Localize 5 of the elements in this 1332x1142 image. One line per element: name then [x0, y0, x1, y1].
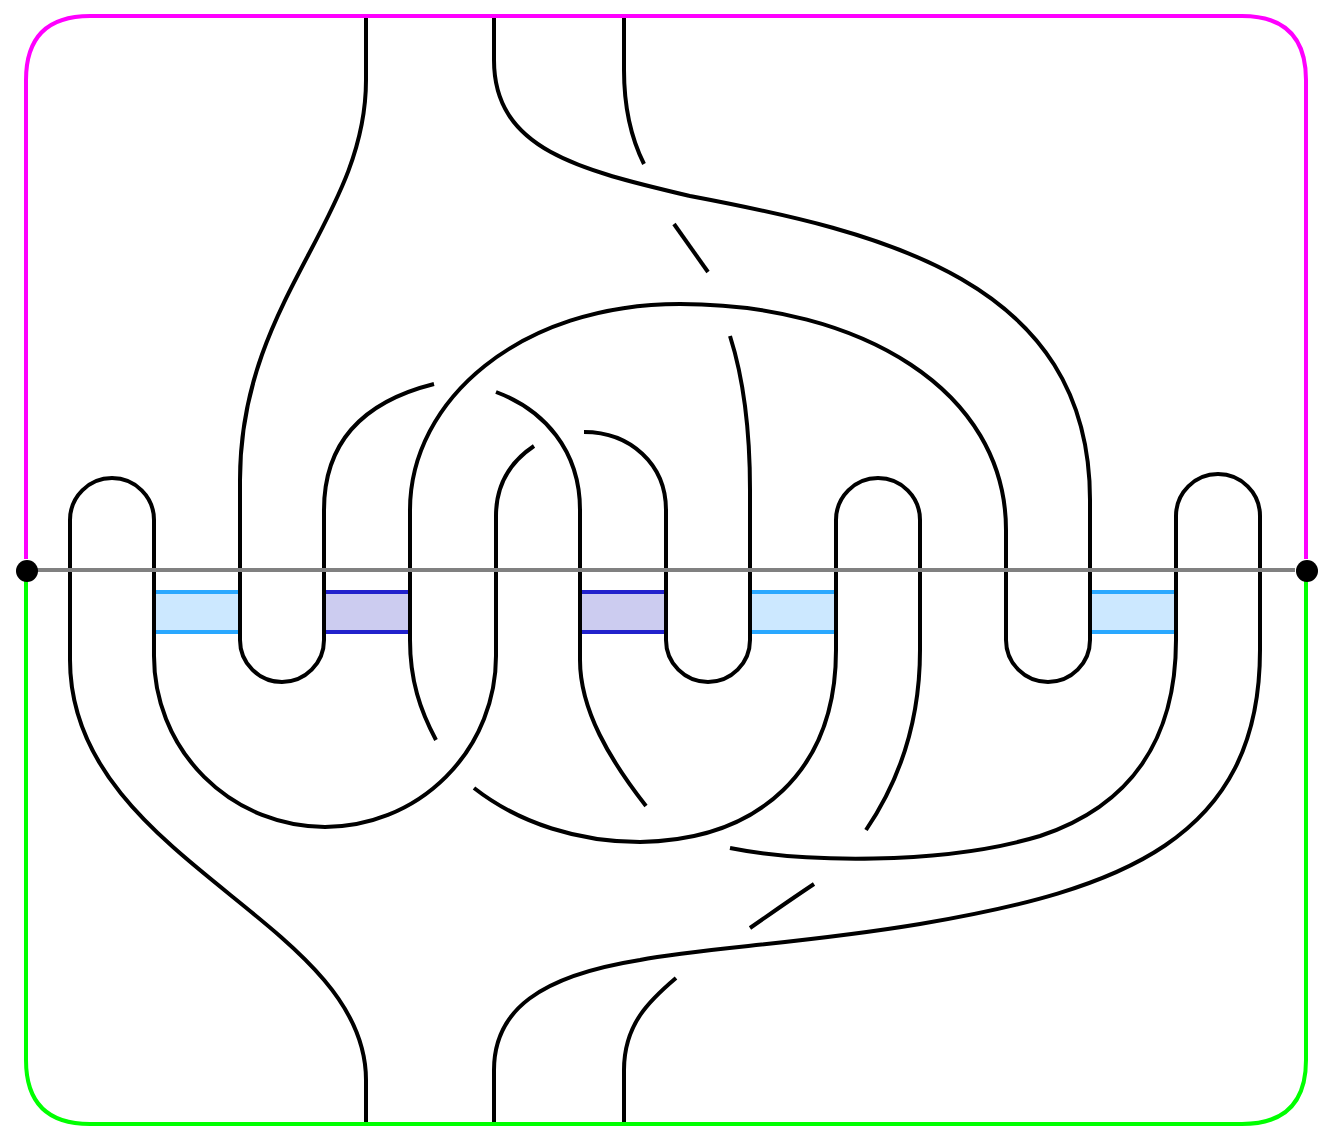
endpoint-dot — [15, 559, 37, 581]
endpoint-dot — [1295, 559, 1317, 581]
horizontal-line — [37, 568, 1295, 572]
boundary-line — [24, 14, 1308, 559]
boundary-line — [24, 581, 1308, 1126]
